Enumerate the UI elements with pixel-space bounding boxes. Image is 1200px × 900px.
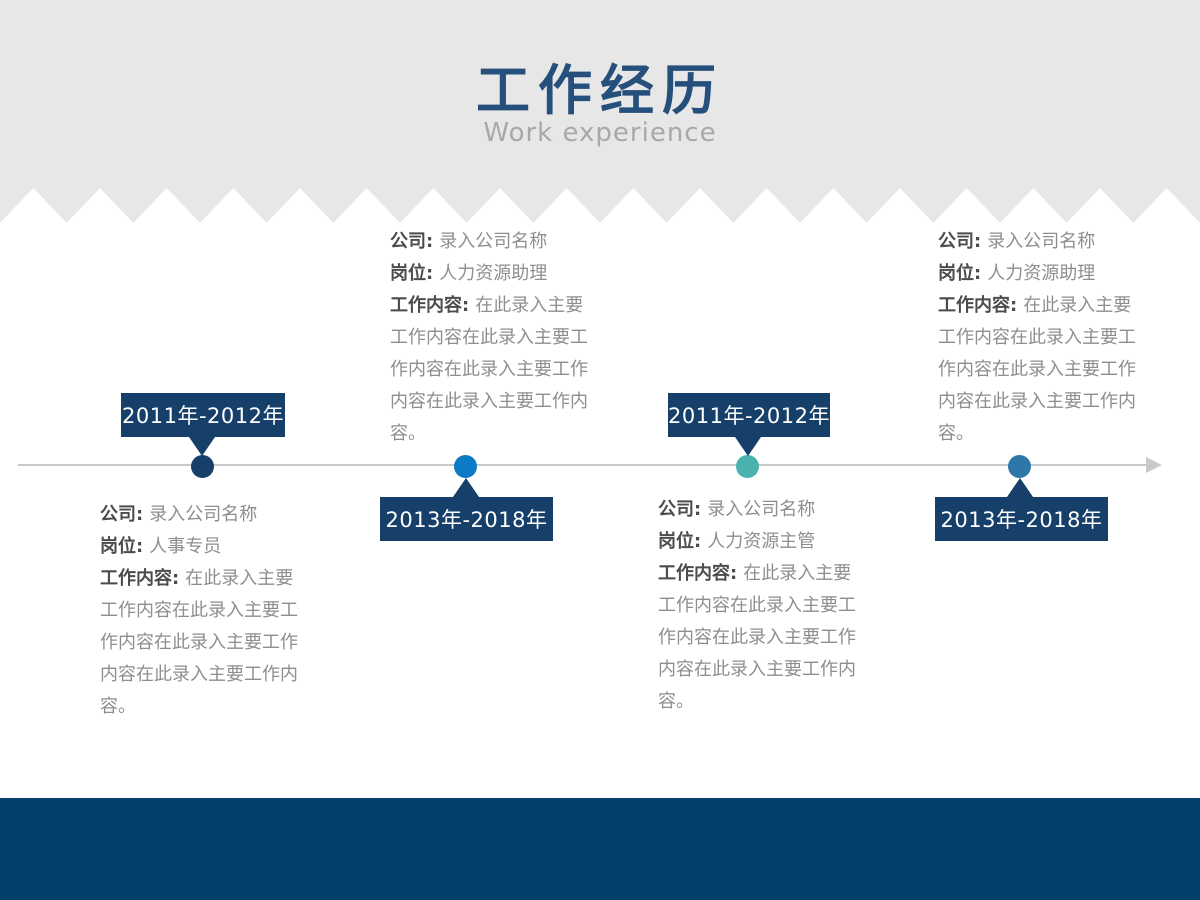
position-label: 岗位: <box>390 263 434 284</box>
company-label: 公司: <box>938 231 982 252</box>
company-line: 公司:录入公司名称 <box>100 499 298 531</box>
company-label: 公司: <box>390 231 434 252</box>
duties-value: 在此录入主要工作内容在此录入主要工作内容在此录入主要工作内容在此录入主要工作内容… <box>390 295 588 444</box>
zigzag-border <box>0 188 1200 223</box>
company-line: 公司:录入公司名称 <box>938 226 1136 258</box>
position-line: 岗位:人力资源助理 <box>390 258 588 290</box>
timeline-dot-2 <box>454 455 477 478</box>
entry-details-3: 公司:录入公司名称 岗位:人力资源主管 工作内容:在此录入主要工作内容在此录入主… <box>658 494 856 718</box>
timeline-line <box>18 464 1148 466</box>
badge-tail-2 <box>453 478 479 497</box>
duties-label: 工作内容: <box>390 295 470 316</box>
position-value: 人力资源助理 <box>439 263 548 284</box>
duties-value: 在此录入主要工作内容在此录入主要工作内容在此录入主要工作内容在此录入主要工作内容… <box>658 563 856 712</box>
duties-line: 工作内容:在此录入主要工作内容在此录入主要工作内容在此录入主要工作内容在此录入主… <box>938 290 1136 450</box>
company-label: 公司: <box>100 504 144 525</box>
page-title: 工作经历 <box>476 58 724 122</box>
entry-details-2: 公司:录入公司名称 岗位:人力资源助理 工作内容:在此录入主要工作内容在此录入主… <box>390 226 588 450</box>
badge-tail-4 <box>1007 478 1033 497</box>
position-label: 岗位: <box>658 531 702 552</box>
header-band <box>0 0 1200 188</box>
company-line: 公司:录入公司名称 <box>658 494 856 526</box>
duties-label: 工作内容: <box>100 568 180 589</box>
duties-line: 工作内容:在此录入主要工作内容在此录入主要工作内容在此录入主要工作内容在此录入主… <box>390 290 588 450</box>
position-label: 岗位: <box>938 263 982 284</box>
position-value: 人力资源主管 <box>707 531 816 552</box>
duties-value: 在此录入主要工作内容在此录入主要工作内容在此录入主要工作内容在此录入主要工作内容… <box>100 568 298 717</box>
duties-line: 工作内容:在此录入主要工作内容在此录入主要工作内容在此录入主要工作内容在此录入主… <box>658 558 856 718</box>
company-value: 录入公司名称 <box>149 504 258 525</box>
position-line: 岗位:人力资源助理 <box>938 258 1136 290</box>
period-badge-1: 2011年-2012年 <box>121 393 285 437</box>
duties-line: 工作内容:在此录入主要工作内容在此录入主要工作内容在此录入主要工作内容在此录入主… <box>100 563 298 723</box>
footer-band <box>0 798 1200 900</box>
duties-label: 工作内容: <box>658 563 738 584</box>
position-line: 岗位:人事专员 <box>100 531 298 563</box>
entry-details-1: 公司:录入公司名称 岗位:人事专员 工作内容:在此录入主要工作内容在此录入主要工… <box>100 499 298 723</box>
company-value: 录入公司名称 <box>707 499 816 520</box>
period-badge-3: 2011年-2012年 <box>668 393 830 437</box>
duties-label: 工作内容: <box>938 295 1018 316</box>
period-badge-2: 2013年-2018年 <box>380 497 553 541</box>
timeline-dot-4 <box>1008 455 1031 478</box>
position-value: 人事专员 <box>149 536 222 557</box>
position-label: 岗位: <box>100 536 144 557</box>
company-value: 录入公司名称 <box>987 231 1096 252</box>
timeline-arrow-icon <box>1146 457 1162 473</box>
company-label: 公司: <box>658 499 702 520</box>
page-subtitle: Work experience <box>483 118 717 148</box>
timeline-dot-3 <box>736 455 759 478</box>
entry-details-4: 公司:录入公司名称 岗位:人力资源助理 工作内容:在此录入主要工作内容在此录入主… <box>938 226 1136 450</box>
timeline-dot-1 <box>191 455 214 478</box>
company-value: 录入公司名称 <box>439 231 548 252</box>
badge-tail-1 <box>189 437 215 456</box>
position-line: 岗位:人力资源主管 <box>658 526 856 558</box>
company-line: 公司:录入公司名称 <box>390 226 588 258</box>
badge-tail-3 <box>735 437 761 456</box>
period-badge-4: 2013年-2018年 <box>935 497 1108 541</box>
duties-value: 在此录入主要工作内容在此录入主要工作内容在此录入主要工作内容在此录入主要工作内容… <box>938 295 1136 444</box>
position-value: 人力资源助理 <box>987 263 1096 284</box>
